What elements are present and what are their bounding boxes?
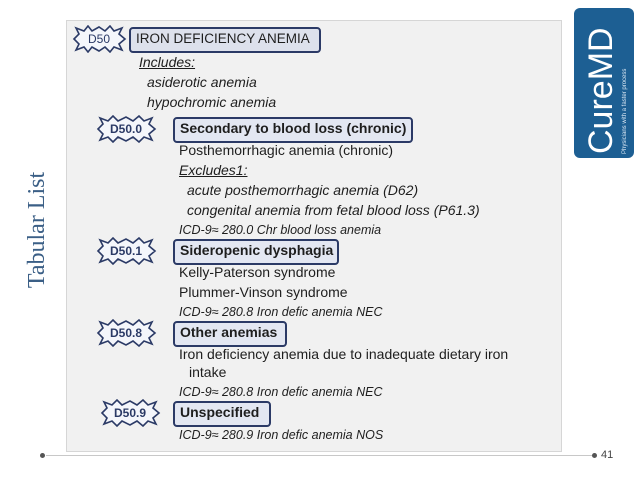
code-badge-d500: D50.0	[95, 115, 157, 143]
footer-rule	[46, 455, 592, 456]
code-badge-d509: D50.9	[99, 399, 161, 427]
icd9-d509: ICD-9≈ 280.9 Iron defic anemia NOS	[179, 428, 384, 442]
starburst-badge-icon: D50.9	[100, 399, 161, 427]
exclude-item-2: congenital anemia from fetal blood loss …	[187, 202, 480, 218]
footer-dot-left	[40, 453, 45, 458]
heading-d50: IRON DEFICIENCY ANEMIA	[136, 31, 310, 46]
starburst-badge-icon: D50	[72, 25, 127, 53]
heading-box-d509	[173, 401, 271, 427]
icd9-d508: ICD-9≈ 280.8 Iron defic anemia NEC	[179, 385, 383, 399]
include-item-1: asiderotic anemia	[147, 74, 257, 90]
heading-d501: Sideropenic dysphagia	[180, 242, 334, 258]
footer-dot-right	[592, 453, 597, 458]
heading-box-d50	[129, 27, 321, 53]
curemd-logo: CureMD Physicians with a faster process	[574, 8, 634, 158]
side-title-text: Tabular List	[24, 172, 50, 289]
tabular-list-panel: D50 IRON DEFICIENCY ANEMIA Includes: asi…	[66, 20, 562, 452]
side-title: Tabular List	[14, 130, 54, 330]
svg-text:D50.9: D50.9	[114, 406, 146, 420]
svg-text:D50.1: D50.1	[110, 244, 142, 258]
logo-brand: CureMD	[582, 27, 620, 154]
heading-d500: Secondary to blood loss (chronic)	[180, 120, 407, 136]
d508-line-1: Iron deficiency anemia due to inadequate…	[179, 346, 509, 362]
starburst-badge-icon: D50.8	[96, 319, 157, 347]
d501-line-1: Kelly-Paterson syndrome	[179, 264, 336, 280]
svg-text:D50: D50	[88, 32, 110, 46]
include-item-2: hypochromic anemia	[147, 94, 277, 110]
icd9-d500: ICD-9≈ 280.0 Chr blood loss anemia	[179, 223, 382, 237]
svg-text:D50.0: D50.0	[110, 122, 142, 136]
icd9-d501: ICD-9≈ 280.8 Iron defic anemia NEC	[179, 305, 383, 319]
code-badge-d508: D50.8	[95, 319, 157, 347]
heading-box-d500	[173, 117, 413, 143]
includes-label: Includes:	[139, 54, 196, 70]
svg-text:D50.8: D50.8	[110, 326, 142, 340]
exclude-item-1: acute posthemorrhagic anemia (D62)	[187, 182, 419, 198]
code-badge-d501: D50.1	[95, 237, 157, 265]
heading-d508: Other anemias	[180, 324, 278, 340]
starburst-badge-icon: D50.0	[96, 115, 157, 143]
excludes-label: Excludes1:	[179, 162, 248, 178]
d501-line-2: Plummer-Vinson syndrome	[179, 284, 348, 300]
starburst-badge-icon: D50.1	[96, 237, 157, 265]
heading-box-d501	[173, 239, 339, 265]
code-badge-d50: D50	[71, 25, 127, 53]
d500-line-1: Posthemorrhagic anemia (chronic)	[179, 142, 393, 158]
d508-line-2: intake	[189, 364, 227, 380]
logo-tagline: Physicians with a faster process	[622, 69, 628, 154]
heading-d509: Unspecified	[180, 404, 260, 420]
page-number: 41	[601, 449, 614, 461]
heading-box-d508	[173, 321, 287, 347]
